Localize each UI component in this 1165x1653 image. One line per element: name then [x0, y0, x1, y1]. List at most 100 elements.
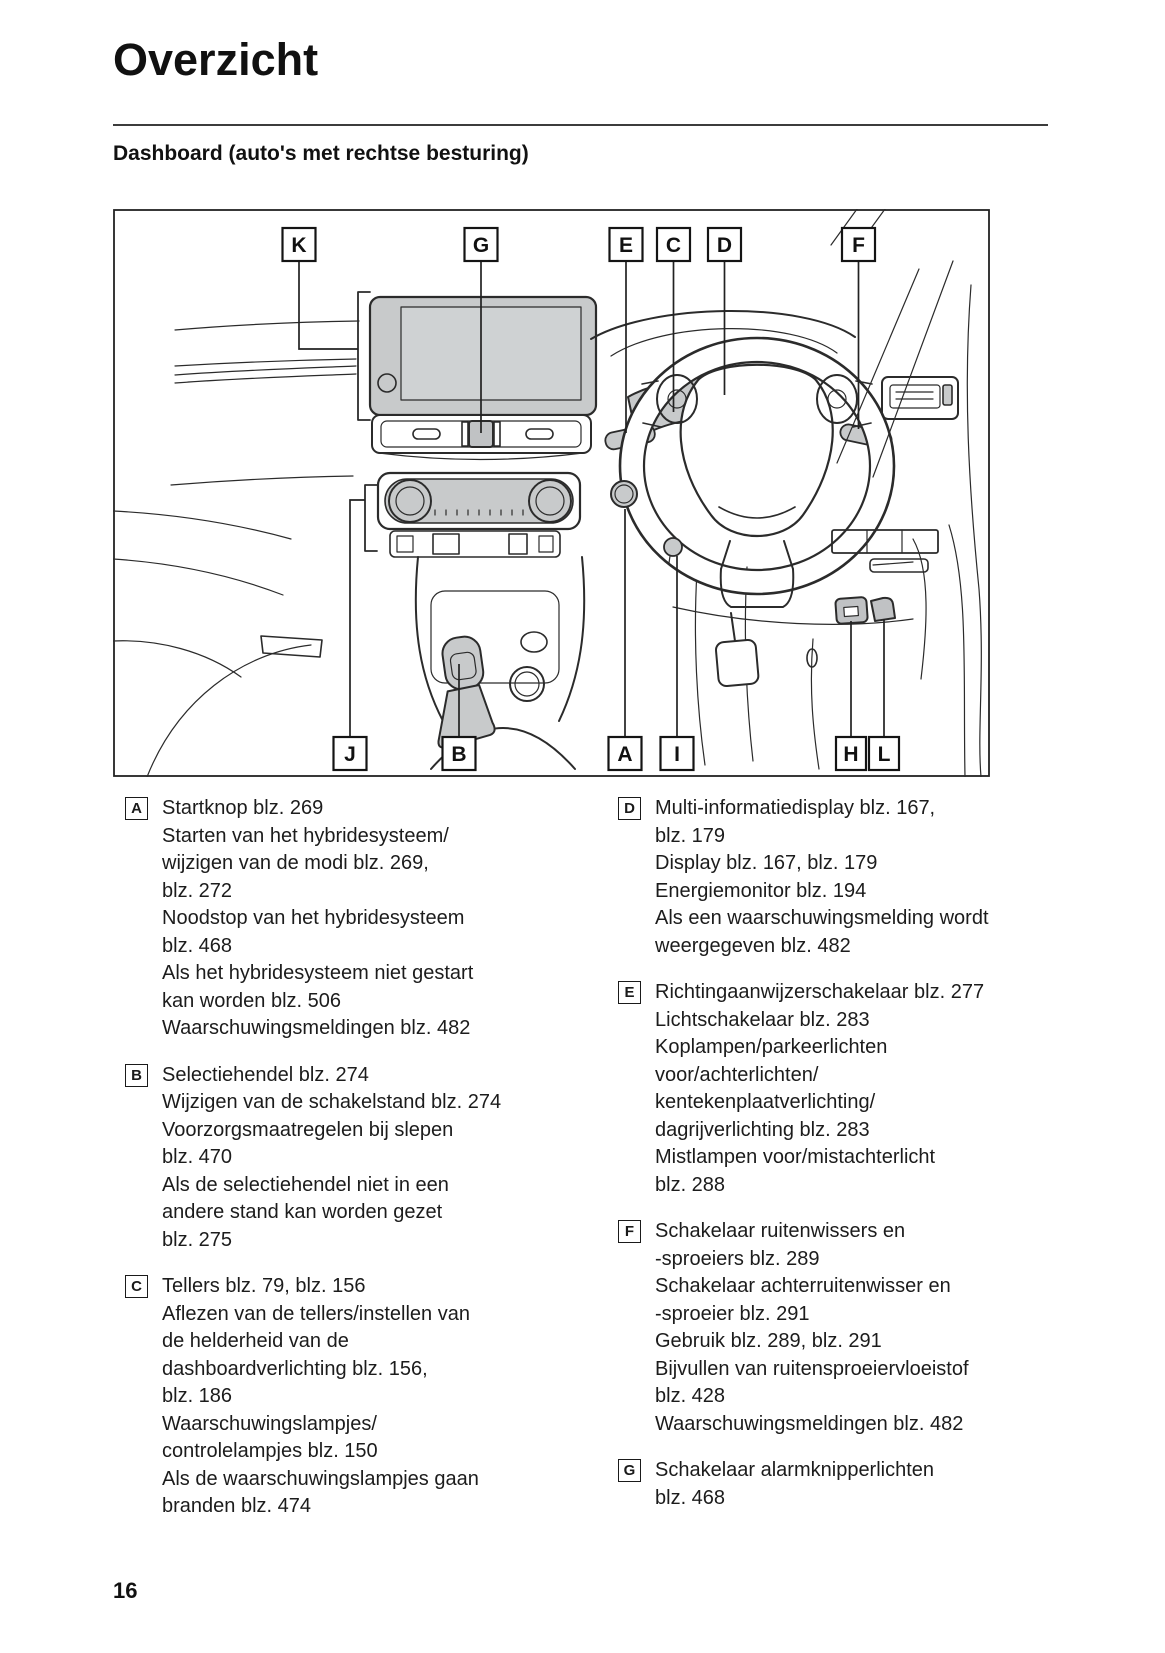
legend-line: voor/achterlichten/: [655, 1063, 819, 1086]
callout-letter-B: B: [451, 743, 466, 766]
dashboard-diagram: K G E C D F J B A I H: [112, 208, 990, 778]
legend-line: Waarschuwingslampjes/: [162, 1412, 377, 1435]
callout-boxes: K G E C D F J B A I H: [281, 226, 901, 772]
legend-line: blz. 275: [162, 1228, 233, 1251]
callout-letter-L: L: [878, 743, 891, 766]
legend-key-A: A: [125, 797, 148, 820]
wheel-button-right: [816, 374, 858, 424]
legend-line: Lichtschakelaar blz. 283: [655, 1008, 870, 1031]
callout-box-F: [840, 226, 877, 263]
callout-letter-F: F: [852, 234, 865, 257]
legend-line: blz. 468: [655, 1486, 726, 1509]
callout-letter-A: A: [617, 743, 632, 766]
switch-panel: [831, 529, 939, 554]
legend-line: Als een waarschuwingsmelding wordt: [655, 907, 989, 929]
legend-line: Schakelaar achterruitenwisser en: [655, 1275, 951, 1297]
legend-line: kentekenplaatverlichting/: [655, 1091, 876, 1113]
screen-bracket: [357, 291, 371, 421]
legend-key-E: E: [618, 981, 641, 1004]
steering-lock: [663, 537, 683, 557]
brake-pedal: [714, 638, 760, 687]
page-title: Overzicht: [113, 34, 319, 85]
callout-letter-E: E: [619, 234, 633, 257]
legend-line: de helderheid van de: [162, 1330, 349, 1352]
callout-box-G: [463, 226, 499, 263]
callout-letter-I: I: [674, 743, 680, 766]
callout-box-D: [706, 226, 743, 263]
cup-holder: [509, 666, 545, 702]
legend-line: blz. 179: [655, 824, 726, 847]
legend-line: Noodstop van het hybridesysteem: [162, 907, 465, 929]
legend-line: blz. 186: [162, 1385, 233, 1407]
legend-lines: Multi-informatiedisplay blz. 167,blz. 17…: [655, 795, 989, 960]
leader-K: [298, 261, 358, 350]
legend-line: Startknop blz. 269: [162, 797, 324, 819]
title-divider: [113, 124, 1048, 126]
legend-line: Voorzorgsmaatregelen bij slepen: [162, 1118, 454, 1141]
leader-lines: [298, 261, 885, 737]
switch-l: [870, 596, 896, 622]
callout-letter-G: G: [473, 234, 489, 257]
legend-line: Koplampen/parkeerlichten: [655, 1036, 888, 1058]
dashboard-art: [112, 208, 982, 778]
legend-line: Gebruik blz. 289, blz. 291: [655, 1330, 882, 1352]
callout-letter-K: K: [291, 234, 306, 257]
callout-box-J: [332, 735, 368, 772]
legend-key-C: C: [125, 1275, 148, 1298]
callout-box-H: [834, 735, 868, 772]
legend-line: Als de selectiehendel niet in een: [162, 1173, 449, 1196]
legend-line: Tellers blz. 79, blz. 156: [162, 1275, 366, 1297]
legend-line: andere stand kan worden gezet: [162, 1201, 443, 1223]
page-number: 16: [113, 1578, 138, 1603]
callout-letter-H: H: [843, 743, 858, 766]
wheel-button-left: [656, 374, 698, 424]
legend-line: Wijzigen van de schakelstand blz. 274: [162, 1091, 502, 1113]
callout-box-E: [608, 226, 644, 263]
callout-box-L: [867, 735, 901, 772]
legend-lines: Schakelaar ruitenwissers en-sproeiers bl…: [655, 1218, 969, 1438]
legend-line: branden blz. 474: [162, 1495, 312, 1517]
legend-line: Schakelaar ruitenwissers en: [655, 1220, 906, 1242]
callout-letter-J: J: [344, 743, 356, 766]
legend-line: blz. 468: [162, 934, 233, 957]
legend-line: Als het hybridesysteem niet gestart: [162, 962, 474, 984]
legend-line: Display blz. 167, blz. 179: [655, 852, 878, 874]
callout-box-K: [281, 226, 317, 263]
screen-knob: [377, 373, 397, 393]
legend-line: Als de waarschuwingslampjes gaan: [162, 1467, 479, 1490]
side-vent: [881, 376, 959, 420]
section-subtitle: Dashboard (auto's met rechtse besturing): [113, 142, 529, 165]
legend-line: Aflezen van de tellers/instellen van: [162, 1302, 470, 1325]
callout-box-B: [441, 735, 477, 772]
legend-line: dagrijverlichting blz. 283: [655, 1118, 870, 1141]
legend-line: Selectiehendel blz. 274: [162, 1063, 369, 1086]
legend-line: blz. 288: [655, 1173, 726, 1196]
climate-knob-right: [528, 479, 572, 523]
legend-line: Waarschuwingsmeldingen blz. 482: [655, 1412, 964, 1435]
callout-box-A: [607, 735, 643, 772]
legend-line: Richtingaanwijzerschakelaar blz. 277: [655, 981, 985, 1003]
legend-line: -sproeier blz. 291: [655, 1302, 810, 1325]
callout-letter-D: D: [717, 234, 732, 257]
legend-key-G: G: [618, 1459, 641, 1482]
legend-key-F: F: [618, 1220, 641, 1243]
legend-line: dashboardverlichting blz. 156,: [162, 1357, 428, 1380]
dashboard-diagram-svg: K G E C D F J B A I H: [112, 208, 990, 778]
door-trim-strip: [260, 635, 323, 658]
legend-line: Bijvullen van ruitensproeiervloeistof: [655, 1357, 969, 1380]
legend-line: Waarschuwingsmeldingen blz. 482: [162, 1017, 471, 1039]
leader-J: [349, 499, 365, 737]
legend-line: blz. 272: [162, 879, 233, 902]
steering-wheel-pad: [679, 363, 834, 537]
screen-display: [400, 306, 582, 401]
gear-shifter: [437, 635, 496, 749]
legend-item-F: F Schakelaar ruitenwissers en-sproeiers b…: [585, 1218, 1055, 1438]
